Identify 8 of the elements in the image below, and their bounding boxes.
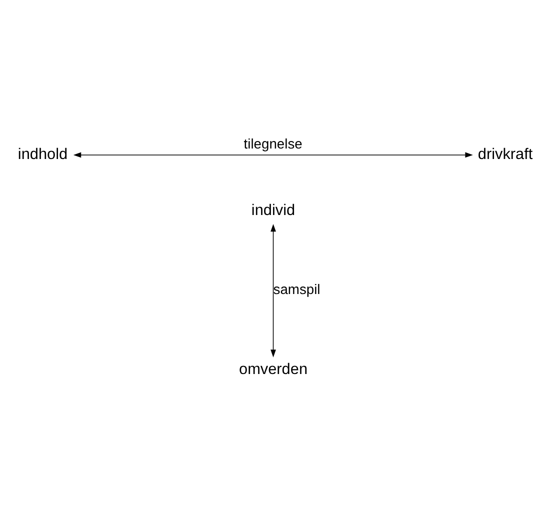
edge-label: tilegnelse — [244, 134, 302, 151]
node-text: indhold — [18, 145, 68, 162]
node-text: individ — [251, 202, 296, 219]
node-text: omverden — [239, 360, 308, 378]
node-text: drivkraft — [478, 145, 533, 162]
arrow — [270, 223, 276, 357]
arrow — [73, 152, 473, 158]
edge-label: samspil — [273, 280, 320, 297]
